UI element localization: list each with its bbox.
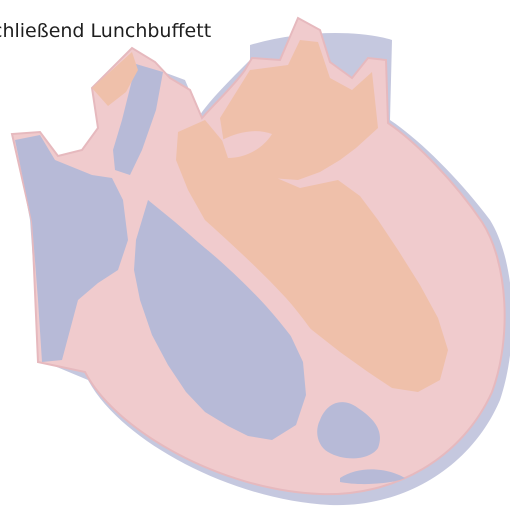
caption-text: chließend Lunchbuffett [0,20,211,42]
